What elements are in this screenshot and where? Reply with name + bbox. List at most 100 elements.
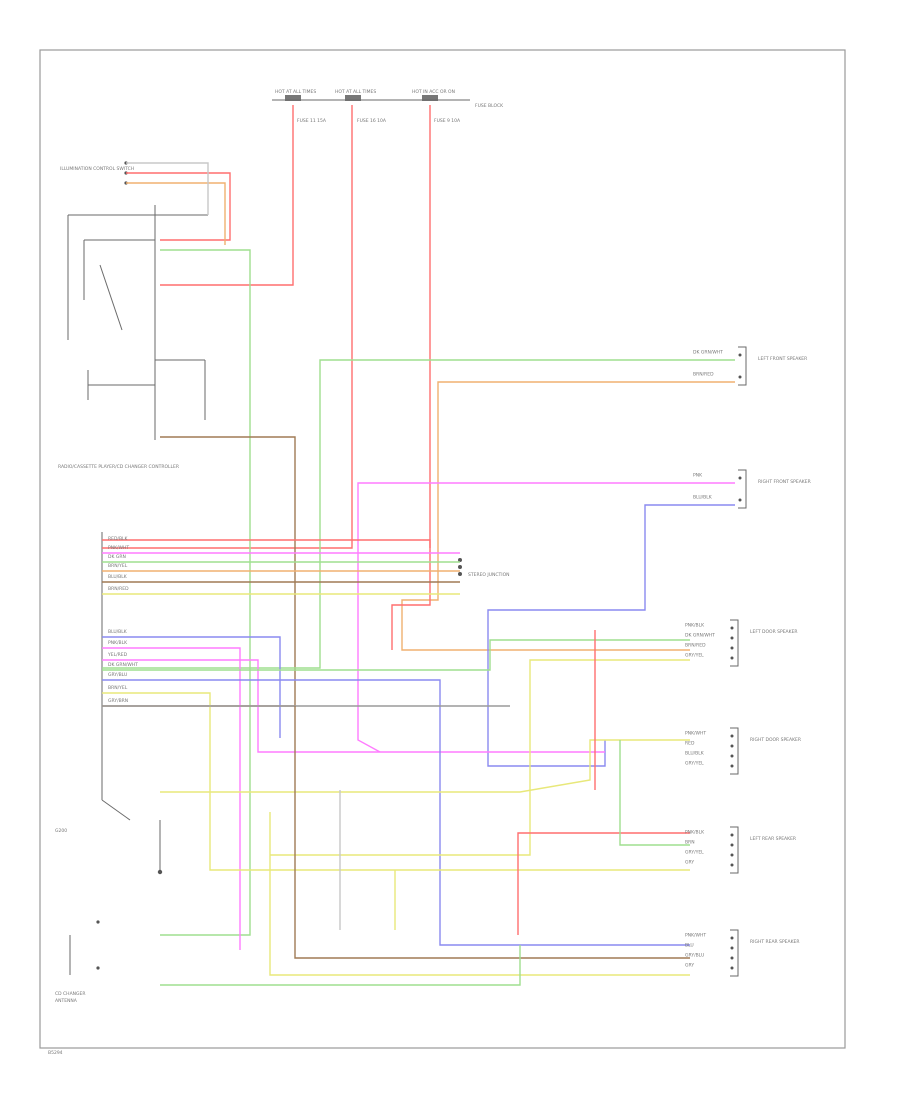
wire-switch-orange <box>126 182 226 245</box>
radio-wire-label: BRN/RED <box>108 586 129 592</box>
diagram-code: B5294 <box>48 1050 63 1056</box>
speaker-pin-label: GRY/YEL <box>685 850 704 856</box>
wire-fuse16-red <box>102 105 353 549</box>
speaker-pin-label: BRN/RED <box>693 372 714 378</box>
speaker-pin <box>730 863 734 867</box>
fuse-9 <box>422 95 438 101</box>
radio-wire-label: RED/BLK <box>108 536 129 542</box>
speaker-pin-label: PNK/WHT <box>685 731 706 737</box>
wire-right-front-1 <box>357 482 735 753</box>
radio-wire-label: BRN/YEL <box>108 685 128 691</box>
fuse-3-label: HOT IN ACC OR ON <box>412 89 455 95</box>
cd-pin-2 <box>96 966 100 970</box>
speaker-pin <box>730 946 734 950</box>
wire-right-front-2 <box>487 504 735 767</box>
wire-left-front-1 <box>102 359 735 669</box>
cd-changer: CD CHANGER ANTENNA <box>55 920 100 1004</box>
speaker-pin <box>738 498 742 502</box>
speaker-pin <box>730 936 734 940</box>
speaker-pin <box>738 476 742 480</box>
speaker-pin-label: BRN/RED <box>685 643 706 649</box>
illumination-switch: ILLUMINATION CONTROL SWITCH <box>60 161 134 185</box>
speaker-connector-body <box>730 619 739 667</box>
wire-green-rear <box>619 740 690 846</box>
speaker-pin-label: PNK <box>693 473 703 479</box>
speaker-label: LEFT FRONT SPEAKER <box>758 356 807 362</box>
wire-radio-green <box>160 249 251 936</box>
wire-fuse11-red <box>160 105 294 286</box>
speaker-pin <box>730 626 734 630</box>
wire-yellow-rear <box>269 812 690 976</box>
speaker-pin <box>730 744 734 748</box>
speaker-pin-label: BLU <box>685 943 694 949</box>
radio-wire-label: BLU/BLK <box>108 629 128 635</box>
fuse-3-rating: FUSE 9 10A <box>434 118 461 124</box>
speaker-connector-body <box>730 727 739 775</box>
fuse-block: HOT AT ALL TIMES HOT AT ALL TIMES HOT IN… <box>272 89 504 124</box>
speaker-connector-body <box>730 929 739 977</box>
ground-icon <box>157 869 163 875</box>
speaker-pin-label: BRN <box>685 840 695 846</box>
wire-radio-brnyel2 <box>102 692 690 871</box>
speaker-pin-label: GRY <box>685 860 694 866</box>
radio-wire-label: DK GRN/WHT <box>108 662 138 668</box>
fuse-16 <box>345 95 361 101</box>
radio-wire-label: BRN/YEL <box>108 563 128 569</box>
speaker-label: RIGHT DOOR SPEAKER <box>750 737 801 743</box>
fuse-1-rating: FUSE 11 15A <box>297 118 327 124</box>
speaker-pin-label: GRY <box>685 963 694 969</box>
fuse-1-label: HOT AT ALL TIMES <box>275 89 316 95</box>
speaker-pin <box>730 853 734 857</box>
speaker-pin <box>730 833 734 837</box>
speaker-pin-label: DK GRN/WHT <box>693 350 723 356</box>
wire-radio-dkgrnwht <box>102 639 690 671</box>
speaker-pin <box>730 754 734 758</box>
wire-yellow-door <box>270 659 690 856</box>
speaker-label: RIGHT FRONT SPEAKER <box>758 479 811 485</box>
wire-radio-pnkblk <box>102 647 241 950</box>
junction-pin-3 <box>458 572 462 576</box>
radio-housing: RADIO/CASSETTE PLAYER/CD CHANGER CONTROL… <box>58 205 208 470</box>
speaker-pin <box>730 734 734 738</box>
wire-left-front-2 <box>401 381 735 651</box>
speaker-pin <box>730 764 734 768</box>
speaker-pin-label: PNK/WHT <box>685 933 706 939</box>
radio-wire-label: GRY/BRN <box>108 698 128 704</box>
speaker-pin-label: PNK/BLK <box>685 623 705 629</box>
junction-pin-2 <box>458 565 462 569</box>
switch-contact <box>99 264 123 331</box>
stereo-junction: STEREO JUNCTION <box>458 558 510 578</box>
speaker-pin-label: RED <box>685 741 695 747</box>
speaker-connector-body <box>738 346 747 386</box>
radio-wire-label: PNK/BLK <box>108 640 128 646</box>
radio-wire-label: YEL/RED <box>107 652 128 658</box>
ground-label: G200 <box>55 828 67 834</box>
speaker-1: DK GRN/WHT BRN/RED LEFT FRONT SPEAKER <box>693 346 807 386</box>
speaker-pin-label: DK GRN/WHT <box>685 633 715 639</box>
fuse-11 <box>285 95 301 101</box>
cd-changer-label: CD CHANGER <box>55 991 85 997</box>
antenna-lead <box>101 799 131 821</box>
radio-wire-label: GRY/BLU <box>108 672 127 678</box>
radio-wire-label: BLU/BLK <box>108 574 128 580</box>
junction-label: STEREO JUNCTION <box>468 572 510 578</box>
fuse-2-rating: FUSE 16 10A <box>357 118 387 124</box>
speaker-pin-label: GRY/YEL <box>685 653 704 659</box>
speaker-connector-body <box>730 826 739 874</box>
speaker-pin-label: PNK/BLK <box>685 830 705 836</box>
speaker-label: RIGHT REAR SPEAKER <box>750 939 800 945</box>
wire-yellow-long <box>160 739 690 793</box>
switch-label: ILLUMINATION CONTROL SWITCH <box>60 166 134 172</box>
wire-switch-red <box>126 172 231 241</box>
speaker-pin-label: BLU/BLK <box>685 751 705 757</box>
wire-green-bottom <box>160 945 521 986</box>
wire-red-rear <box>517 832 690 935</box>
junction-pin-1 <box>458 558 462 562</box>
